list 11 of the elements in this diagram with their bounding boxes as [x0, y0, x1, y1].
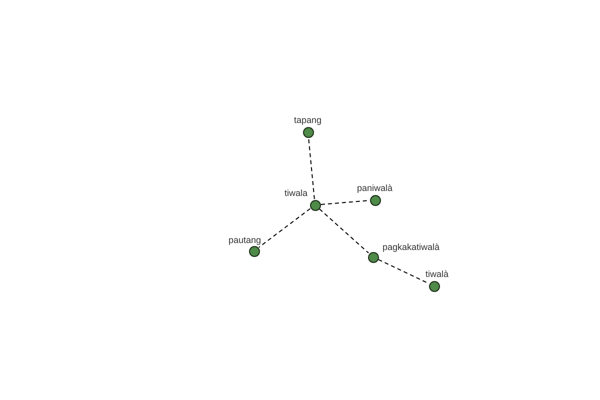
node-label: tiwala	[284, 188, 308, 198]
node-label: paniwalà	[357, 182, 393, 194]
node-label: pagkakatiwalà	[382, 242, 440, 252]
dashed-connector	[320, 200, 370, 205]
dashed-connector	[378, 259, 430, 284]
dashed-connector	[258, 208, 311, 248]
node-label: tiwalà	[426, 268, 449, 280]
dashed-connector	[308, 137, 315, 200]
node-label: pautang	[228, 234, 262, 246]
node-label: tapang	[294, 114, 322, 126]
dashed-connector	[318, 208, 370, 254]
